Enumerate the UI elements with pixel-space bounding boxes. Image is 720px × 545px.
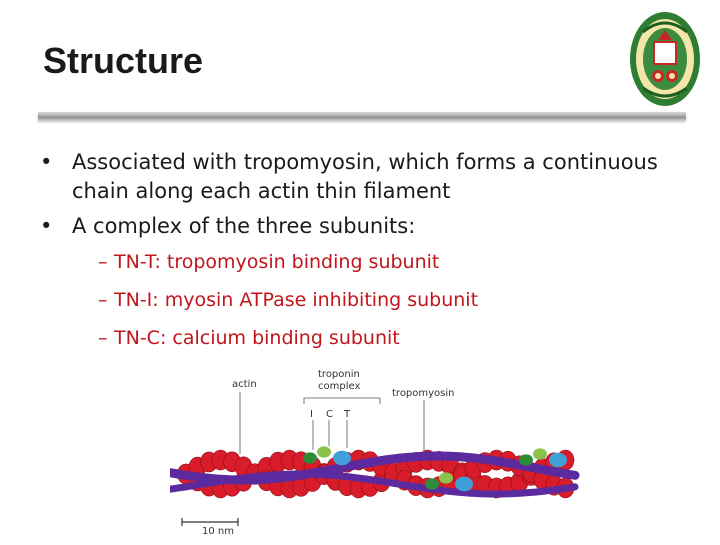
bullet-marker: • bbox=[40, 150, 53, 174]
troponin-subunit bbox=[333, 450, 351, 466]
title-divider bbox=[38, 112, 686, 121]
troponin-bracket bbox=[303, 397, 381, 404]
troponin-complexes bbox=[303, 446, 567, 492]
scale-bar-label: 10 nm bbox=[202, 526, 234, 537]
troponin-i-label: I bbox=[310, 409, 313, 420]
sub-bullet-text: TN-T: tropomyosin binding subunit bbox=[114, 251, 440, 273]
sub-bullet-tnt: – TN-T: tropomyosin binding subunit bbox=[40, 249, 680, 275]
troponin-subunit bbox=[303, 452, 317, 464]
sub-bullet-marker: – bbox=[98, 251, 108, 273]
university-seal-logo bbox=[628, 10, 702, 108]
bullet-item: • Associated with tropomyosin, which for… bbox=[40, 148, 680, 206]
bullet-item: • A complex of the three subunits: bbox=[40, 212, 680, 241]
troponin-label-line2: complex bbox=[318, 381, 360, 392]
troponin-subunit bbox=[549, 452, 567, 468]
troponin-label-line1: troponin bbox=[318, 369, 360, 380]
troponin-subunit bbox=[317, 446, 331, 458]
sub-bullet-text: TN-I: myosin ATPase inhibiting subunit bbox=[114, 289, 479, 311]
troponin-t-label: T bbox=[343, 409, 351, 420]
tropomyosin-strands bbox=[165, 451, 580, 498]
tropomyosin-strand bbox=[166, 470, 579, 498]
sub-bullet-marker: – bbox=[98, 327, 108, 349]
sub-bullet-text: TN-C: calcium binding subunit bbox=[114, 327, 400, 349]
sub-bullet-tnc: – TN-C: calcium binding subunit bbox=[40, 325, 680, 351]
troponin-subunit bbox=[425, 478, 439, 490]
bullet-text: Associated with tropomyosin, which forms… bbox=[72, 150, 658, 203]
slide-content: • Associated with tropomyosin, which for… bbox=[40, 148, 680, 363]
troponin-c-label: C bbox=[326, 409, 333, 420]
sub-bullet-tni: – TN-I: myosin ATPase inhibiting subunit bbox=[40, 287, 680, 313]
troponin-subunit bbox=[519, 454, 533, 466]
sub-bullet-marker: – bbox=[98, 289, 108, 311]
troponin-subunit bbox=[439, 472, 453, 484]
sub-bullet-list: – TN-T: tropomyosin binding subunit – TN… bbox=[40, 249, 680, 351]
thin-filament-diagram: actin troponin complex I C T tropomyosin… bbox=[165, 369, 580, 537]
troponin-subunit bbox=[533, 448, 547, 460]
actin-label: actin bbox=[232, 379, 257, 390]
thin-filament-figure: actin troponin complex I C T tropomyosin… bbox=[165, 362, 590, 540]
slide-title: Structure bbox=[43, 40, 204, 81]
troponin-subunit bbox=[455, 476, 473, 492]
tropomyosin-label: tropomyosin bbox=[392, 388, 455, 399]
bullet-marker: • bbox=[40, 214, 53, 238]
bullet-text: A complex of the three subunits: bbox=[72, 214, 416, 238]
